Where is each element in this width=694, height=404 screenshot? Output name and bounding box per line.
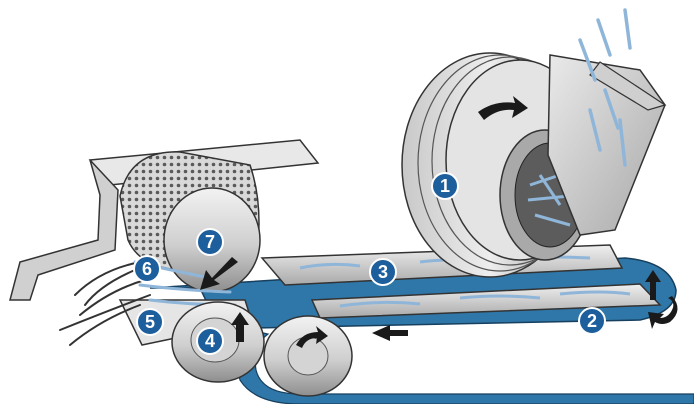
feed-hopper	[547, 8, 667, 236]
svg-text:7: 7	[205, 232, 215, 252]
svg-text:6: 6	[142, 259, 152, 279]
drum-rotation-arrow	[478, 96, 528, 120]
second-roller-arrow	[296, 326, 328, 348]
callout-4: 4	[196, 327, 224, 355]
callout-badges: 1 2 3 4 5 6 7	[133, 172, 606, 355]
direction-arrows	[200, 96, 678, 348]
svg-text:3: 3	[378, 262, 388, 282]
belt-return-arrow-up	[645, 270, 661, 300]
callout-1: 1	[431, 172, 459, 200]
callout-7: 7	[196, 228, 224, 256]
svg-text:1: 1	[440, 176, 450, 196]
svg-text:2: 2	[587, 311, 597, 331]
callout-5: 5	[136, 308, 164, 336]
falling-fibers	[578, 8, 632, 167]
callout-6: 6	[133, 255, 161, 283]
svg-text:5: 5	[145, 312, 155, 332]
belt-direction-arrow	[372, 325, 408, 341]
lower-tray	[310, 283, 662, 319]
callout-2: 2	[578, 307, 606, 335]
callout-3: 3	[369, 258, 397, 286]
main-drum	[401, 52, 595, 278]
svg-text:4: 4	[205, 331, 215, 351]
roller-rotation-arrow	[200, 257, 238, 290]
belt-return-arrow-curve	[648, 296, 678, 329]
lower-roller-arrow-up	[231, 312, 249, 342]
